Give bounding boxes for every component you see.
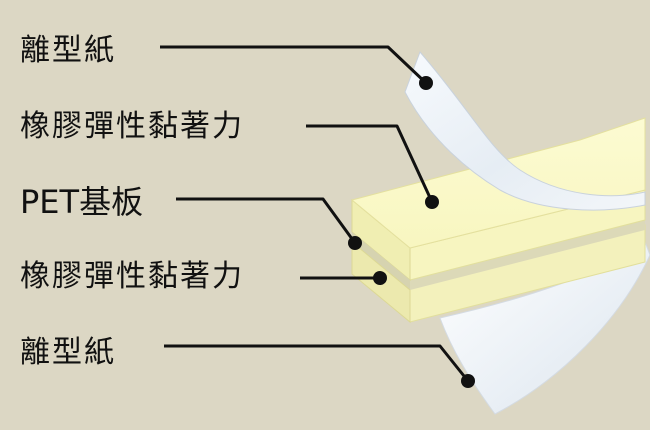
pet-base-front	[410, 218, 645, 290]
leader-dot-0	[419, 76, 433, 90]
leader-line-4	[164, 344, 470, 382]
leader-line-2	[176, 197, 357, 244]
label-upper-adhesive: 橡膠彈性黏著力	[20, 109, 244, 144]
leader-line-1	[306, 124, 434, 203]
leader-line-0	[160, 45, 428, 85]
label-lower-adhesive: 橡膠彈性黏著力	[20, 259, 244, 294]
top-release-paper	[404, 51, 646, 211]
label-bottom-release-paper: 離型紙	[20, 335, 116, 370]
leader-dot-1	[425, 195, 439, 209]
label-top-release-paper: 離型紙	[20, 33, 116, 68]
tape-front-face	[409, 189, 646, 323]
leader-dot-3	[373, 271, 387, 285]
leader-dot-4	[461, 374, 475, 388]
label-pet-base: PET基板	[20, 183, 144, 221]
leader-dot-2	[348, 236, 362, 250]
